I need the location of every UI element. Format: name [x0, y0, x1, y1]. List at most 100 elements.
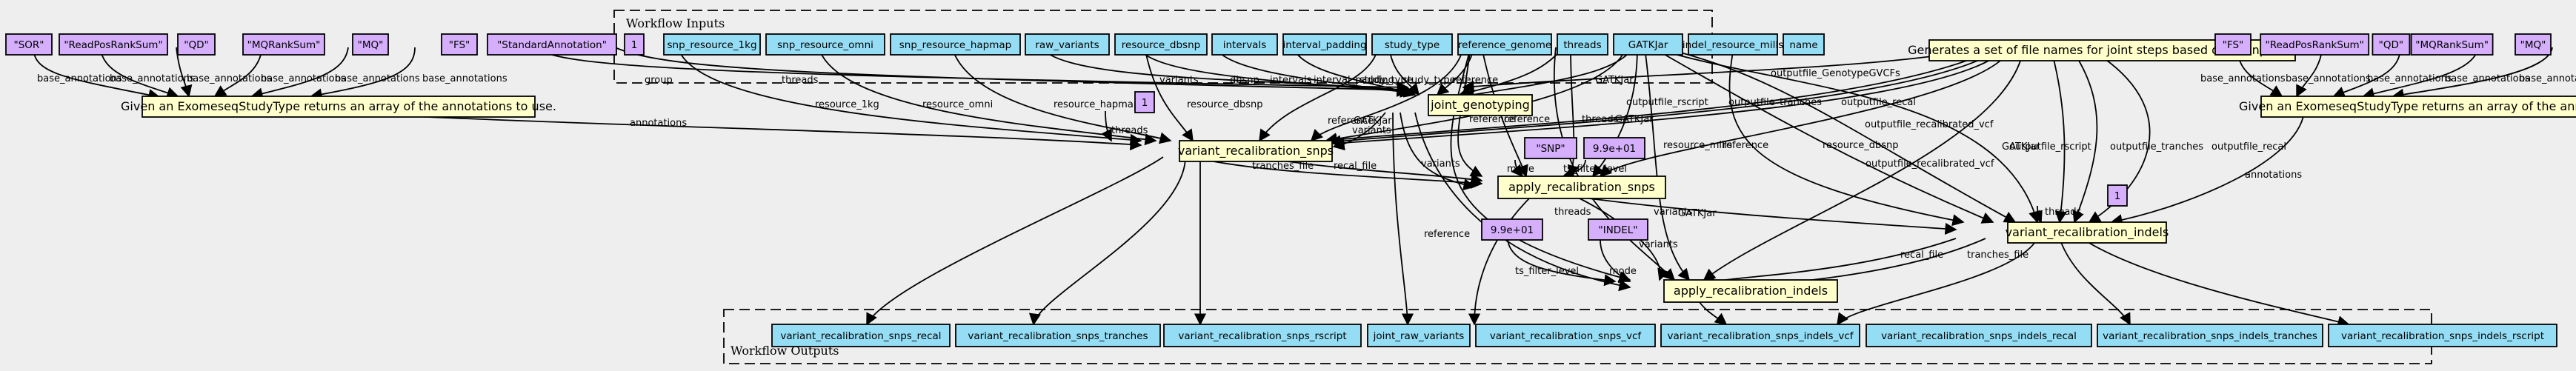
const-one-a[interactable]: 1: [624, 33, 645, 56]
output-variant-recalibration-snps-rscript[interactable]: variant_recalibration_snps_rscript: [1163, 324, 1362, 347]
const-fs-l[interactable]: "FS": [441, 33, 478, 56]
output-variant-recalibration-snps-indels-vcf[interactable]: variant_recalibration_snps_indels_vcf: [1660, 324, 1860, 347]
step-exome-annotations-left[interactable]: Given an ExomeseqStudyType returns an ar…: [121, 96, 556, 118]
input-snp-resource-omni[interactable]: snp_resource_omni: [765, 33, 885, 56]
edge-label: mode: [1507, 164, 1534, 175]
const-fs-r[interactable]: "FS": [2214, 33, 2251, 56]
step-exome-annotations-right[interactable]: Given an ExomeseqStudyType returns an ar…: [2239, 96, 2576, 118]
input-raw-variants-box: [1025, 33, 1110, 56]
edge-label: outputfile_tranches: [2110, 141, 2203, 153]
step-apply-recalibration-snps-box: [1497, 176, 1666, 199]
const-e-snp-box: [1583, 137, 1645, 159]
const-readpos-r[interactable]: "ReadPosRankSum": [2260, 33, 2370, 56]
const-mq-ranksum-l-box: [242, 33, 325, 56]
input-name[interactable]: name: [1783, 33, 1825, 56]
step-exome-annotations-right-label: Given an ExomeseqStudyType returns an ar…: [2239, 99, 2576, 113]
step-apply-recalibration-indels-box: [1663, 279, 1838, 303]
output-variant-recalibration-snps-recal[interactable]: variant_recalibration_snps_recal: [771, 324, 951, 347]
input-indel-resource-mills-label: indel_resource_mills: [1683, 39, 1783, 51]
input-snp-resource-1kg-label: snp_resource_1kg: [667, 39, 756, 51]
output-variant-recalibration-snps-indels-tranches[interactable]: variant_recalibration_snps_indels_tranch…: [2097, 324, 2323, 347]
input-indel-resource-mills[interactable]: indel_resource_mills: [1683, 33, 1783, 56]
input-intervals[interactable]: intervals: [1211, 33, 1278, 56]
output-variant-recalibration-snps-indels-rscript-box: [2328, 324, 2557, 347]
edge-label: resource_omni: [922, 99, 993, 110]
output-joint-raw-variants[interactable]: joint_raw_variants: [1367, 324, 1471, 347]
const-e-indel[interactable]: 9.9e+01: [1481, 218, 1543, 241]
step-apply-recalibration-snps[interactable]: apply_recalibration_snps: [1497, 176, 1666, 199]
edge-label: mode: [1609, 266, 1637, 277]
const-indel[interactable]: "INDEL": [1588, 218, 1648, 241]
output-variant-recalibration-snps-vcf[interactable]: variant_recalibration_snps_vcf: [1475, 324, 1656, 347]
const-sor[interactable]: "SOR": [5, 33, 53, 56]
edge-label: variants: [1639, 239, 1678, 250]
output-variant-recalibration-snps-indels-tranches-label: variant_recalibration_snps_indels_tranch…: [2103, 330, 2317, 342]
output-variant-recalibration-snps-indels-rscript-label: variant_recalibration_snps_indels_rscrip…: [2341, 330, 2544, 342]
input-snp-resource-1kg[interactable]: snp_resource_1kg: [663, 33, 761, 56]
edge-label: variants: [1159, 75, 1199, 86]
input-resource-dbsnp[interactable]: resource_dbsnp: [1114, 33, 1208, 56]
output-variant-recalibration-snps-tranches[interactable]: variant_recalibration_snps_tranches: [955, 324, 1161, 347]
const-qd-l-label: "QD": [184, 39, 208, 51]
input-GATKJar[interactable]: GATKJar: [1613, 33, 1683, 56]
edge-label: base_annotations: [37, 73, 122, 84]
edge-sor: [33, 47, 161, 101]
const-mq-ranksum-r[interactable]: "MQRankSum": [2410, 33, 2494, 56]
input-raw-variants[interactable]: raw_variants: [1025, 33, 1110, 56]
const-std-annot-box: [487, 33, 617, 56]
edge-label: resource_hapmap: [1054, 99, 1139, 110]
step-joint-filenames[interactable]: Generates a set of file names for joint …: [1908, 39, 2317, 61]
edge-label: annotations: [2245, 170, 2302, 181]
edge-label: outputfile_recalibrated_vcf: [1865, 119, 1994, 130]
const-one-b[interactable]: 1: [1134, 91, 1155, 113]
edge-label: study_type: [1359, 75, 1413, 86]
output-variant-recalibration-snps-indels-recal[interactable]: variant_recalibration_snps_indels_recal: [1866, 324, 2092, 347]
input-interval-padding[interactable]: interval_padding: [1282, 33, 1367, 56]
input-raw-variants-label: raw_variants: [1035, 39, 1099, 51]
const-mq-ranksum-l[interactable]: "MQRankSum": [242, 33, 325, 56]
edge-dbsnp: [1136, 47, 1409, 97]
edge-label: ts_filter_level: [1563, 164, 1627, 175]
input-snp-resource-1kg-box: [663, 33, 761, 56]
const-snp[interactable]: "SNP": [1524, 137, 1577, 159]
edge-annotations-right: [2110, 112, 2305, 227]
const-sor-box: [5, 33, 53, 56]
edge-label: ts_filter_level: [1515, 266, 1579, 277]
input-study-type[interactable]: study_type: [1371, 33, 1453, 56]
edge-fs: [310, 47, 416, 101]
edge-out-snps-tranches: [1028, 156, 1186, 326]
const-mq-r[interactable]: "MQ": [2515, 33, 2552, 56]
const-qd-l[interactable]: "QD": [177, 33, 216, 56]
step-variant-recalibration-indels[interactable]: variant_recalibration_indels: [2006, 221, 2169, 244]
const-readpos-l[interactable]: "ReadPosRankSum": [59, 33, 168, 56]
edge-label: outputfile_GenotypeGVCFs: [1771, 68, 1900, 79]
step-variant-recalibration-indels-box: [2007, 221, 2167, 244]
const-e-snp[interactable]: 9.9e+01: [1583, 137, 1645, 159]
const-std-annot[interactable]: "StandardAnnotation": [487, 33, 617, 56]
output-variant-recalibration-snps-indels-vcf-label: variant_recalibration_snps_indels_vcf: [1667, 330, 1854, 342]
const-one-c[interactable]: 1: [2107, 184, 2128, 207]
input-reference-genome[interactable]: reference_genome: [1457, 33, 1552, 56]
edge-label: tranches_file: [1967, 250, 2028, 261]
const-readpos-r-label: "ReadPosRankSum": [2266, 39, 2364, 51]
edge-label: outputfile_rscript: [2009, 141, 2091, 153]
input-threads[interactable]: threads: [1557, 33, 1608, 56]
const-one-c-label: 1: [2114, 190, 2121, 202]
input-GATKJar-box: [1613, 33, 1683, 56]
const-qd-r-box: [2372, 33, 2411, 56]
edge-resource-mills: [1728, 47, 1965, 227]
const-qd-r[interactable]: "QD": [2372, 33, 2411, 56]
edge-mq-r: [2392, 47, 2553, 101]
output-variant-recalibration-snps-indels-rscript[interactable]: variant_recalibration_snps_indels_rscrip…: [2328, 324, 2557, 347]
const-indel-box: [1588, 218, 1648, 241]
step-joint-genotyping[interactable]: joint_genotyping: [1428, 94, 1533, 116]
const-mq-l[interactable]: "MQ": [352, 33, 389, 56]
input-snp-resource-hapmap[interactable]: snp_resource_hapmap: [890, 33, 1021, 56]
step-variant-recalibration-snps[interactable]: variant_recalibration_snps: [1178, 140, 1334, 162]
output-variant-recalibration-snps-indels-vcf-box: [1660, 324, 1860, 347]
input-threads-label: threads: [1563, 39, 1601, 51]
edge-mq: [250, 47, 349, 100]
step-apply-recalibration-indels[interactable]: apply_recalibration_indels: [1663, 279, 1838, 303]
edge-as-vri: [1555, 193, 1957, 235]
